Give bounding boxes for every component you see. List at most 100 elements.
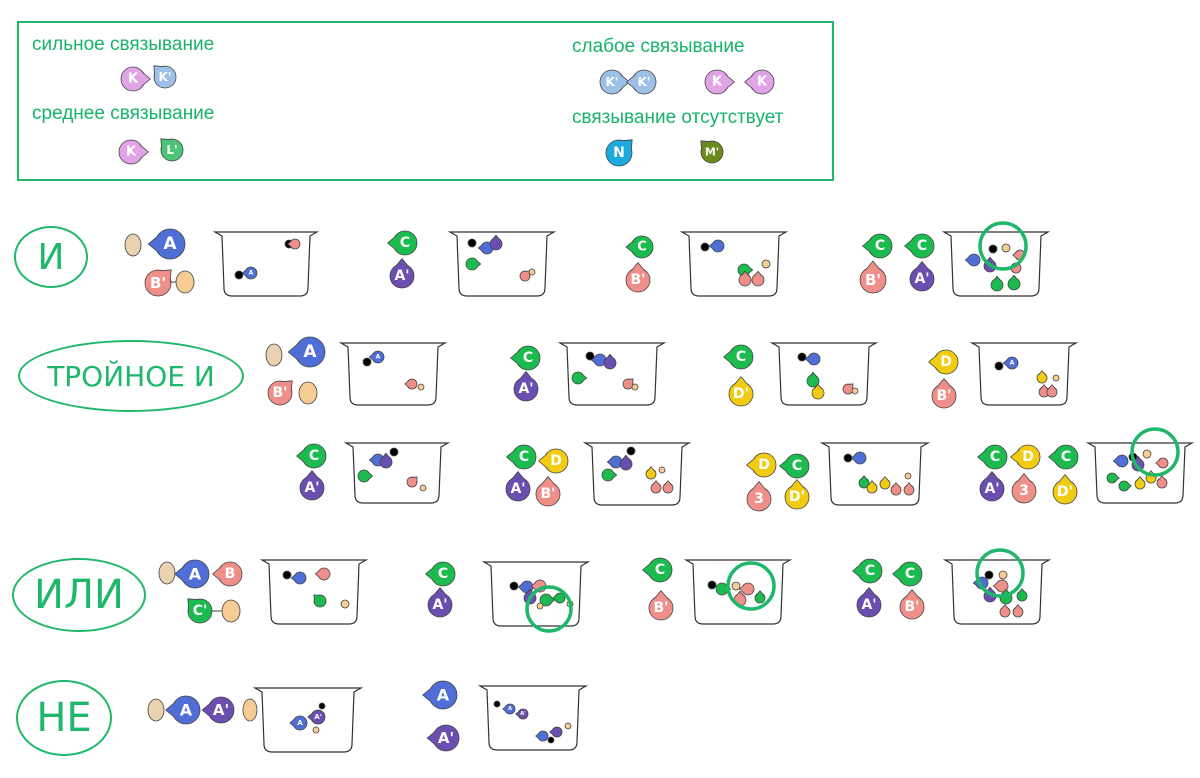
legend-L-protein: L' bbox=[160, 138, 184, 162]
protein-letter: A' bbox=[432, 597, 447, 613]
protein bbox=[850, 451, 867, 465]
gate-not-label: НЕ bbox=[16, 680, 112, 756]
tag bbox=[509, 581, 519, 591]
protein bbox=[738, 582, 755, 596]
protein-letter: C bbox=[400, 235, 410, 251]
protein-letter: B' bbox=[150, 274, 166, 292]
protein bbox=[619, 454, 633, 471]
protein-letter: K bbox=[757, 75, 768, 90]
protein-letter: K bbox=[712, 75, 723, 90]
tag bbox=[731, 581, 741, 591]
protein-letter: A bbox=[376, 354, 381, 361]
protein bbox=[1007, 274, 1021, 291]
protein bbox=[314, 567, 331, 581]
tag bbox=[493, 700, 501, 708]
legend-medium-label: среднее связывание bbox=[32, 103, 215, 124]
highlight-ring bbox=[726, 561, 776, 611]
protein bbox=[489, 234, 503, 251]
protein-letter: K' bbox=[638, 75, 651, 89]
protein bbox=[1112, 454, 1129, 468]
tag bbox=[234, 270, 244, 280]
gate-triple-and-label: ТРОЙНОЕ И bbox=[18, 340, 244, 412]
legend-K-protein: K bbox=[120, 66, 152, 92]
protein-letter: A bbox=[508, 706, 512, 712]
protein-A: A bbox=[502, 703, 516, 715]
protein-letter: A' bbox=[510, 481, 525, 497]
protein bbox=[806, 371, 820, 388]
tag bbox=[700, 242, 710, 252]
protein-B-prime: B' bbox=[899, 588, 925, 620]
legend-K-prime-protein: K' bbox=[625, 69, 657, 95]
protein-letter: A' bbox=[394, 268, 409, 284]
tag bbox=[547, 736, 555, 744]
gate-or-label: ИЛИ bbox=[12, 558, 146, 632]
protein-C: C bbox=[295, 443, 327, 469]
tube bbox=[477, 685, 589, 751]
protein-letter: K' bbox=[159, 70, 172, 84]
tube bbox=[679, 231, 789, 297]
protein-A-prime: A' bbox=[299, 469, 325, 501]
protein-letter: N bbox=[613, 145, 625, 161]
protein-C: C bbox=[861, 233, 893, 259]
tag bbox=[147, 698, 165, 722]
protein-letter: M' bbox=[705, 146, 719, 159]
protein-A-prime: A' bbox=[426, 724, 460, 752]
tube bbox=[683, 559, 793, 625]
protein-letter: D bbox=[940, 354, 952, 370]
protein bbox=[313, 594, 327, 608]
tag bbox=[298, 381, 318, 405]
protein-letter: D' bbox=[733, 386, 749, 402]
protein bbox=[406, 476, 418, 488]
tube bbox=[212, 231, 320, 297]
protein-B-prime: B' bbox=[859, 260, 887, 294]
protein-letter: A' bbox=[314, 713, 322, 721]
protein-letter: A' bbox=[861, 597, 876, 613]
protein-A: A bbox=[422, 680, 458, 710]
protein-A: A bbox=[287, 336, 326, 368]
protein bbox=[590, 353, 607, 367]
protein bbox=[890, 482, 902, 496]
protein bbox=[1046, 384, 1058, 398]
protein bbox=[1134, 476, 1146, 490]
protein-A-prime: A' bbox=[201, 696, 235, 724]
protein-A-prime: A' bbox=[505, 470, 531, 502]
protein-B-prime: B' bbox=[535, 475, 561, 507]
protein-letter: A' bbox=[520, 711, 526, 717]
protein bbox=[552, 592, 566, 604]
legend-K-protein: K bbox=[704, 69, 736, 95]
tube bbox=[481, 561, 591, 627]
protein bbox=[549, 726, 563, 738]
protein bbox=[903, 482, 915, 496]
protein-C: C bbox=[851, 558, 883, 584]
legend-box bbox=[17, 21, 834, 181]
protein-letter: A' bbox=[304, 480, 319, 496]
protein-letter: C bbox=[865, 563, 875, 579]
protein-B-prime: B' bbox=[931, 377, 957, 409]
tube bbox=[819, 442, 931, 506]
highlight-ring bbox=[1130, 427, 1180, 477]
protein-B-prime: B' bbox=[144, 269, 172, 297]
highlight-ring bbox=[978, 221, 1028, 271]
tag bbox=[994, 361, 1004, 371]
protein-A: A bbox=[147, 228, 186, 260]
tag bbox=[312, 726, 320, 734]
protein-D: D bbox=[1009, 444, 1041, 470]
protein-letter: D' bbox=[1057, 484, 1073, 500]
protein-C: C bbox=[386, 230, 418, 256]
protein bbox=[866, 480, 878, 494]
protein bbox=[662, 480, 674, 494]
protein bbox=[1155, 457, 1169, 469]
tube bbox=[941, 231, 1051, 297]
protein-3: 3 bbox=[746, 480, 772, 512]
protein bbox=[606, 455, 623, 469]
tag bbox=[998, 570, 1008, 580]
protein bbox=[603, 353, 617, 370]
protein-C: C bbox=[1047, 444, 1079, 470]
protein-letter: A bbox=[1010, 360, 1015, 367]
protein-letter: C bbox=[917, 238, 927, 254]
protein-letter: C bbox=[438, 566, 448, 582]
protein-C: C bbox=[509, 345, 541, 371]
tube bbox=[338, 342, 448, 406]
protein-letter: C bbox=[523, 350, 533, 366]
